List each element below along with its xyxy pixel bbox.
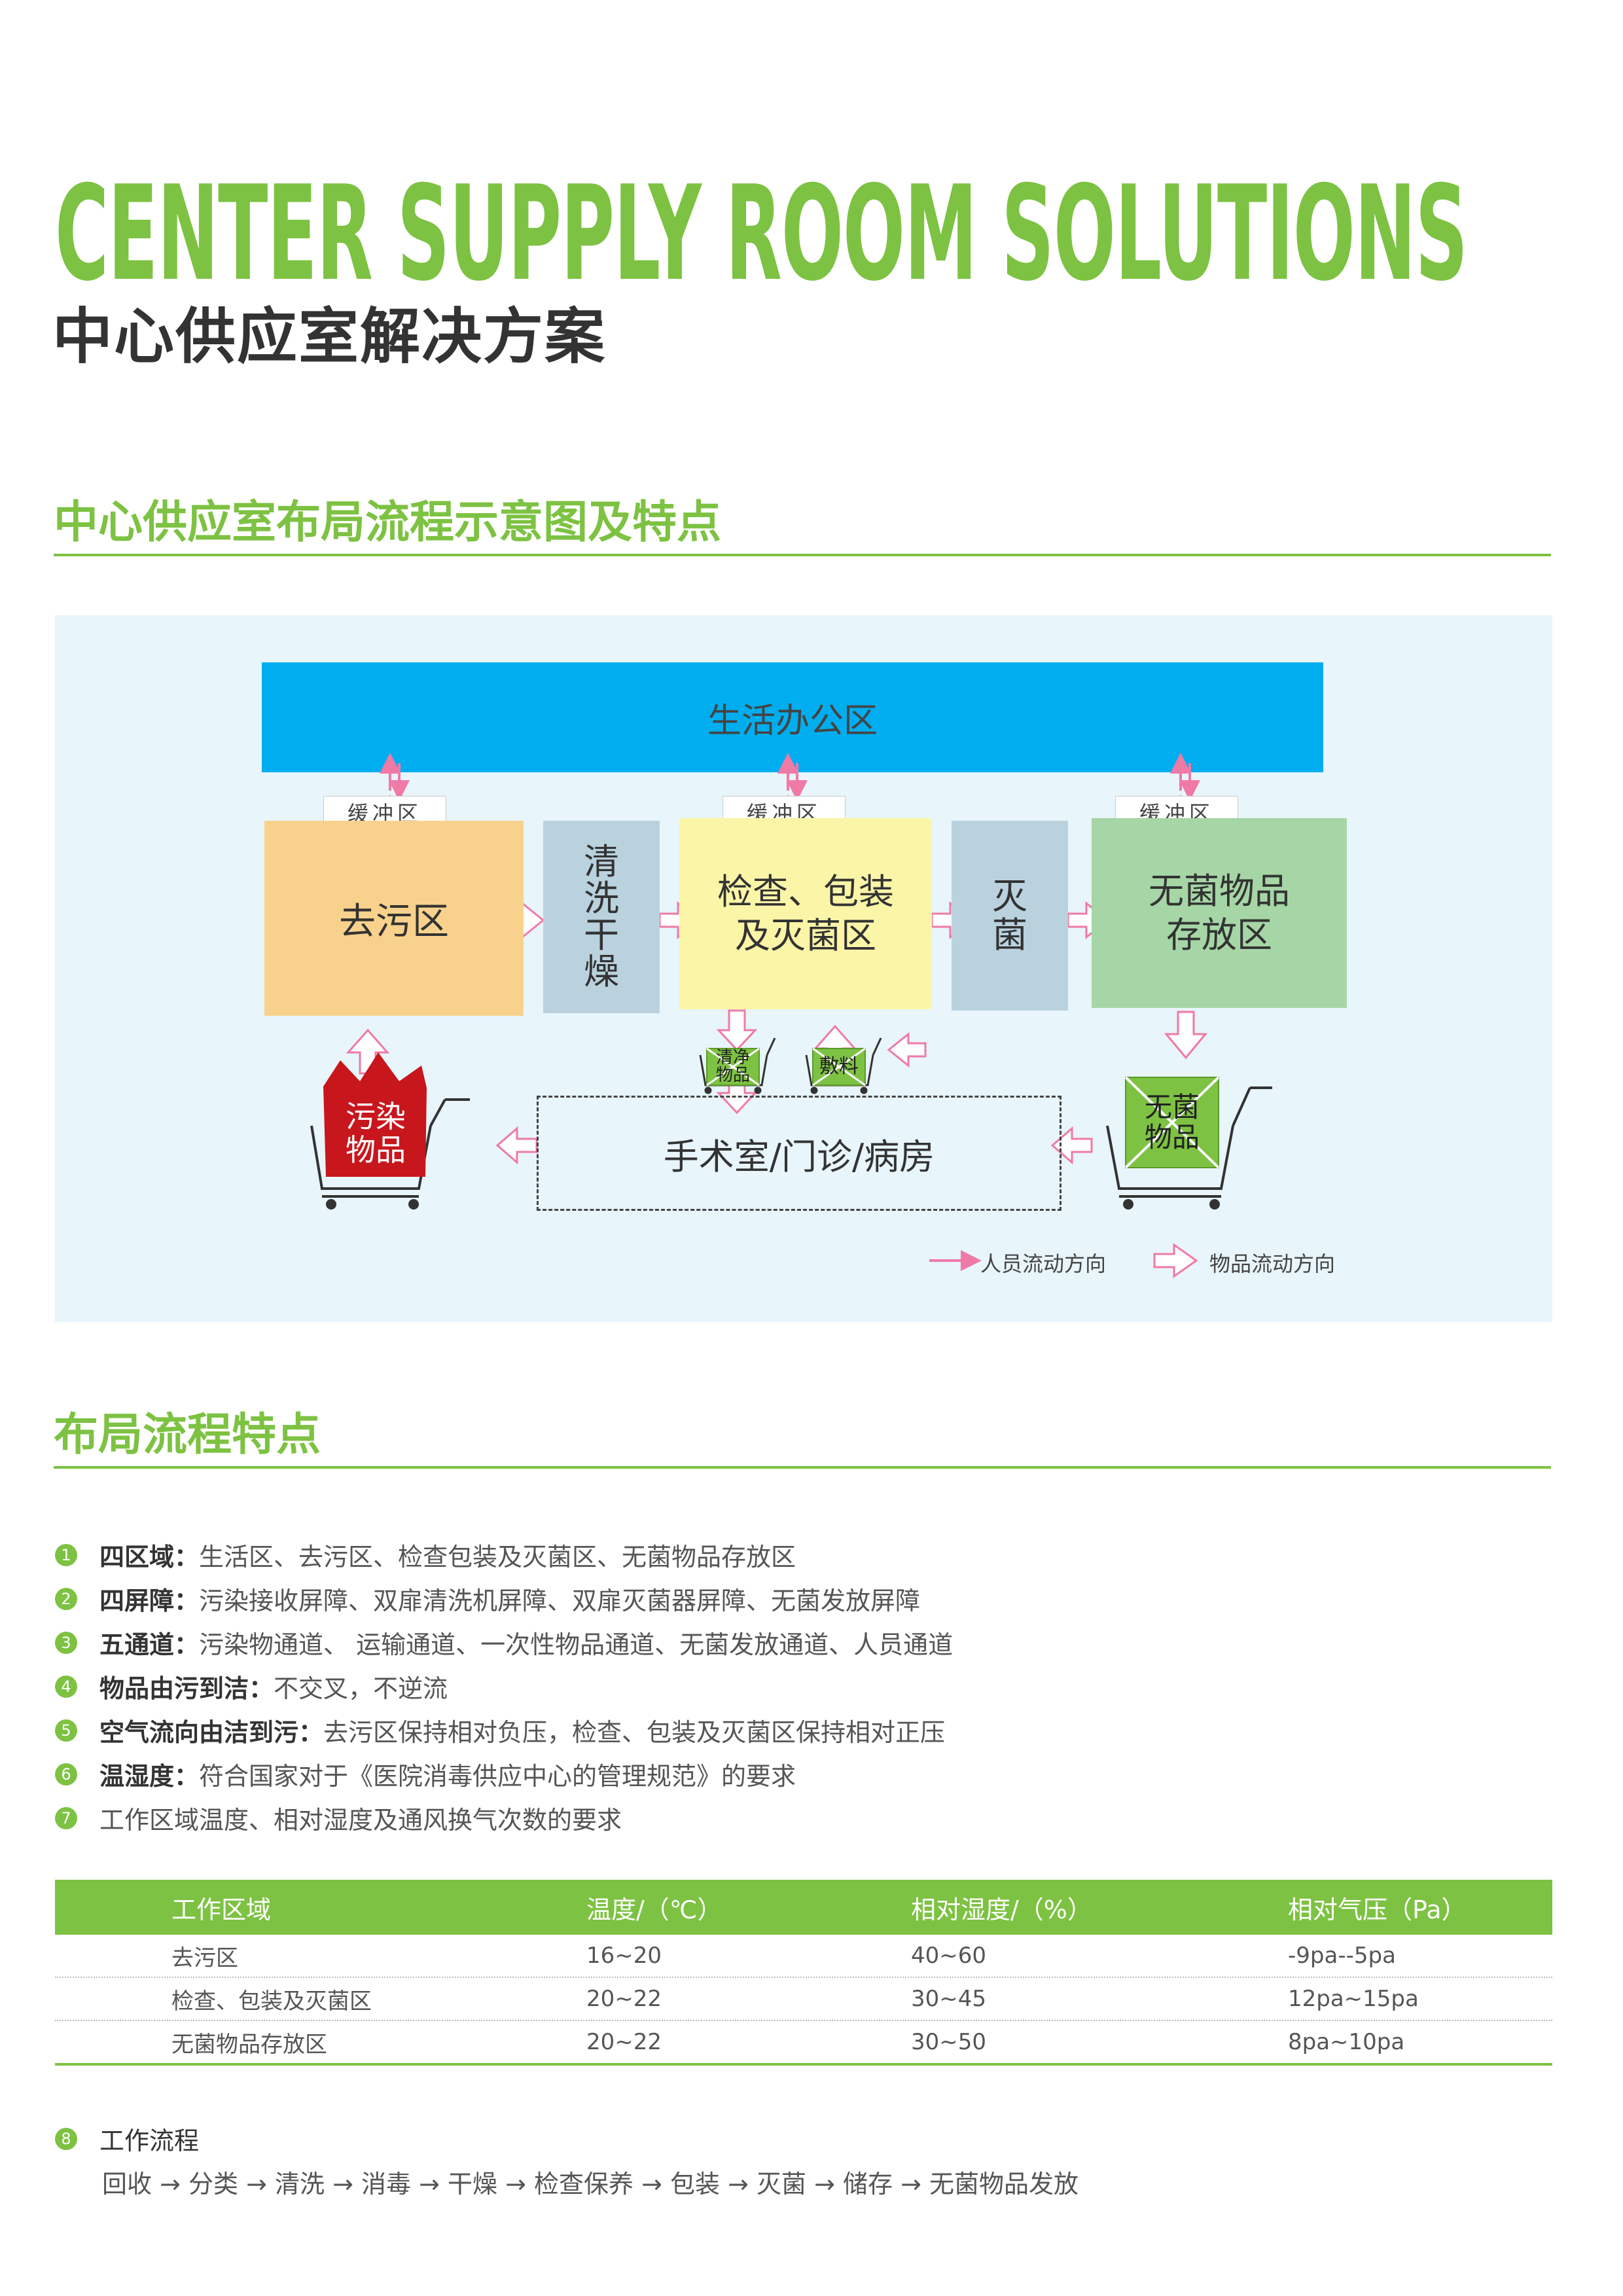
title-english: CENTER SUPPLY ROOM SOLUTIONS	[55, 158, 1468, 310]
bullet-number: 1	[55, 1543, 77, 1566]
sterilization-zone: 灭 菌	[952, 821, 1068, 1011]
legend-person-label: 人员流动方向	[980, 1251, 1107, 1276]
clean-items-label: 清净 物品	[715, 1047, 750, 1085]
th-zone: 工作区域	[171, 1895, 272, 1924]
section-divider	[54, 1466, 1551, 1469]
cart-sterile	[1106, 1086, 1272, 1210]
section-heading-features: 布局流程特点	[54, 1409, 321, 1461]
section-heading-diagram: 中心供应室布局流程示意图及特点	[54, 497, 722, 548]
bullet-number: 7	[55, 1806, 77, 1829]
dressing-label: 敷料	[819, 1055, 859, 1079]
workflow-steps: 回收 → 分类 → 清洗 → 消毒 → 干燥 → 检查保养 → 包装 → 灭菌 …	[102, 2170, 1079, 2198]
contaminated-bag	[323, 1052, 427, 1177]
title-chinese: 中心供应室解决方案	[52, 302, 607, 372]
table-row: 去污区 16~20 40~60 -9pa--5pa	[55, 1935, 1552, 1978]
layout-diagram: 生活办公区	[55, 615, 1552, 1322]
sterile-storage-zone: 无菌物品 存放区	[1092, 818, 1347, 1008]
table-header: 工作区域 温度/（℃） 相对湿度/（%） 相对气压（Pa）	[55, 1880, 1552, 1935]
legend-goods-label: 物品流动方向	[1209, 1251, 1336, 1276]
bullet-number: 3	[55, 1631, 77, 1654]
bullet-number: 5	[55, 1719, 77, 1742]
th-humidity: 相对湿度/（%）	[911, 1895, 1092, 1924]
bullet-number: 6	[55, 1763, 77, 1785]
check-pack-sterilize-zone: 检查、包装 及灭菌区	[679, 818, 932, 1009]
environment-table: 工作区域 温度/（℃） 相对湿度/（%） 相对气压（Pa） 去污区 16~20 …	[55, 1880, 1552, 2066]
section-divider	[54, 554, 1551, 556]
bullet-number: 8	[55, 2127, 77, 2150]
table-row: 检查、包装及灭菌区 20~22 30~45 12pa~15pa	[55, 1978, 1552, 2021]
sterile-items-label: 无菌 物品	[1144, 1090, 1200, 1153]
bullet-number: 4	[55, 1675, 77, 1698]
wash-dry-zone: 清 洗 干 燥	[543, 821, 660, 1013]
legend-goods-icon	[1153, 1243, 1198, 1278]
th-temperature: 温度/（℃）	[586, 1895, 722, 1924]
contaminated-items-label: 污染 物品	[346, 1099, 406, 1168]
surgery-clinic-ward: 手术室/门诊/病房	[537, 1096, 1061, 1211]
decontamination-zone: 去污区	[264, 821, 524, 1016]
th-pressure: 相对气压（Pa）	[1288, 1895, 1467, 1924]
bullet-number: 2	[55, 1587, 77, 1610]
table-row: 无菌物品存放区 20~22 30~50 8pa~10pa	[55, 2021, 1552, 2066]
